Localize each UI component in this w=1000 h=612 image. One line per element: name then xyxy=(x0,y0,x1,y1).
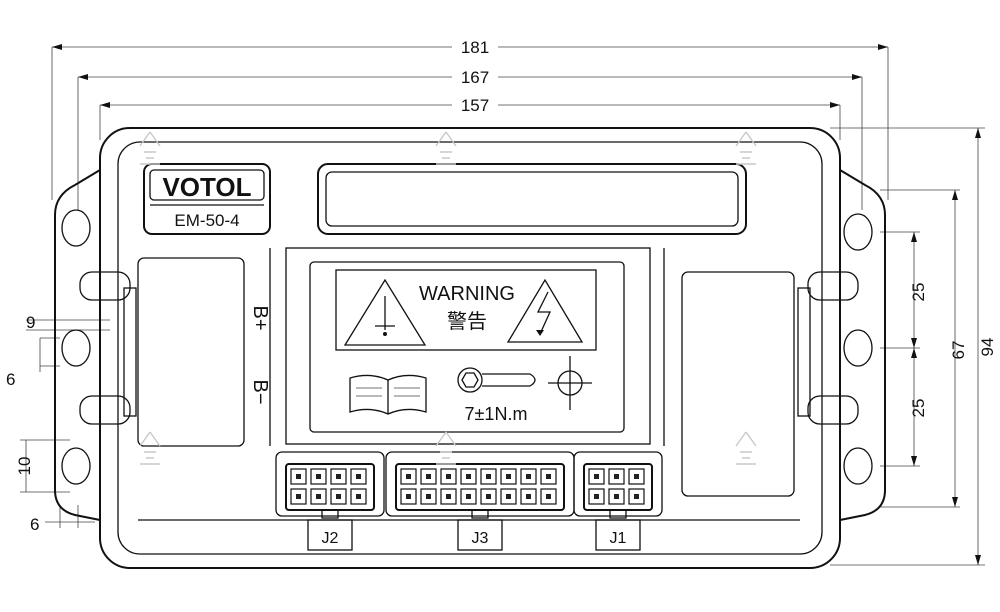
connector-pin-socket xyxy=(614,494,619,499)
connector-housing xyxy=(275,451,385,517)
caution-triangle-icon xyxy=(343,278,427,346)
dim-left-b: 6 xyxy=(6,370,15,389)
connector-pin-socket xyxy=(486,494,491,499)
dim-body-width: 157 xyxy=(461,96,489,115)
connector-pin-socket xyxy=(634,494,639,499)
brand-name: VOTOL xyxy=(162,172,251,202)
right-dimensions: 94 67 25 25 xyxy=(830,127,997,566)
watermark-icon xyxy=(435,131,457,165)
connector-pin-socket xyxy=(426,474,431,479)
watermark-icon xyxy=(735,431,757,465)
top-dimensions: 181 167 157 xyxy=(51,38,889,210)
watermark-group xyxy=(139,131,757,465)
connector-label-tab xyxy=(457,519,503,551)
dim-left-d: 6 xyxy=(30,515,39,534)
connector-pin-socket xyxy=(594,494,599,499)
connector-j1: J1 xyxy=(573,451,663,551)
connector-housing xyxy=(573,451,663,517)
connector-pin-socket xyxy=(634,474,639,479)
connector-pin-socket xyxy=(506,494,511,499)
connector-label-tab xyxy=(595,519,641,551)
terminal-positive-label: B+ xyxy=(249,305,271,330)
connector-latch xyxy=(321,509,339,519)
connector-j3: J3 xyxy=(385,451,575,551)
connector-pin-socket xyxy=(546,494,551,499)
connector-label-tab xyxy=(307,519,353,551)
connector-pin-socket xyxy=(614,474,619,479)
connectors-group: J2 J3 J1 xyxy=(275,451,663,551)
connector-pin-socket xyxy=(466,494,471,499)
connector-label: J3 xyxy=(472,530,489,547)
left-dimensions: 9 6 10 6 xyxy=(6,313,110,534)
dim-hole-spacing-lower: 25 xyxy=(909,399,928,418)
controller-body xyxy=(54,127,886,569)
manual-book-icon xyxy=(349,374,427,415)
connector-pin-socket xyxy=(426,494,431,499)
warning-label: WARNING 警告 xyxy=(335,269,597,351)
connector-latch xyxy=(471,509,489,519)
warning-title-cn: 警告 xyxy=(447,310,487,333)
terminal-negative-label: B− xyxy=(249,379,271,404)
watermark-icon xyxy=(139,431,161,465)
dim-overall-width: 181 xyxy=(461,38,489,57)
connector-label: J2 xyxy=(322,530,339,547)
connector-pin-socket xyxy=(446,494,451,499)
connector-pin-socket xyxy=(356,474,361,479)
dim-mount-width: 167 xyxy=(461,68,489,87)
watermark-icon xyxy=(435,431,457,465)
connector-pin-socket xyxy=(486,474,491,479)
connector-pin-socket xyxy=(446,474,451,479)
watermark-icon xyxy=(735,131,757,165)
connector-pin-socket xyxy=(316,474,321,479)
connector-pin-socket xyxy=(506,474,511,479)
dim-mount-height: 67 xyxy=(949,341,968,360)
connector-j2: J2 xyxy=(275,451,385,551)
connector-pin-socket xyxy=(296,474,301,479)
connector-pin-socket xyxy=(316,494,321,499)
connector-pin-socket xyxy=(526,474,531,479)
wrench-icon xyxy=(457,367,536,393)
connector-pin-socket xyxy=(336,474,341,479)
warning-title: WARNING xyxy=(419,283,515,305)
dim-overall-height: 94 xyxy=(978,338,997,357)
high-voltage-icon xyxy=(506,278,584,343)
torque-spec: 7±1N.m xyxy=(465,404,528,424)
connector-pin-socket xyxy=(594,474,599,479)
watermark-icon xyxy=(139,131,161,165)
connector-label: J1 xyxy=(610,530,627,547)
connector-pin-socket xyxy=(466,474,471,479)
brand-model: EM-50-4 xyxy=(174,211,239,230)
connector-pin-socket xyxy=(406,494,411,499)
connector-pin-socket xyxy=(526,494,531,499)
torque-target-icon xyxy=(548,356,592,410)
connector-pin-socket xyxy=(546,474,551,479)
dim-hole-spacing-upper: 25 xyxy=(909,283,928,302)
connector-pin-socket xyxy=(406,474,411,479)
dim-left-c: 10 xyxy=(15,457,34,476)
connector-pin-socket xyxy=(336,494,341,499)
connector-pin-socket xyxy=(356,494,361,499)
dim-left-a: 9 xyxy=(26,313,35,332)
connector-pin-socket xyxy=(296,494,301,499)
brand-plate: VOTOL EM-50-4 xyxy=(143,163,271,235)
connector-latch xyxy=(609,509,627,519)
